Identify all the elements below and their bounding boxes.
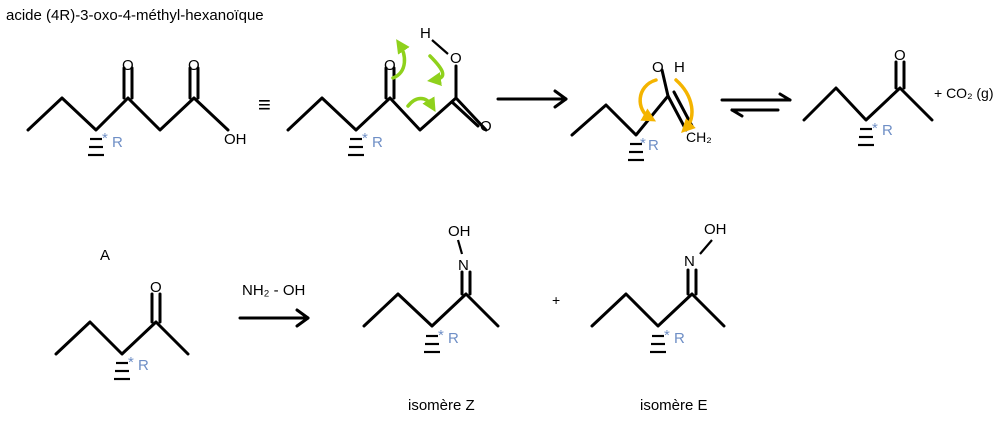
stereo-r: R	[372, 134, 383, 151]
curved-arrow	[391, 39, 410, 80]
atom-o: O	[384, 57, 396, 74]
hashed-wedge	[114, 361, 130, 381]
atom-oh: OH	[704, 221, 727, 238]
hashed-wedge	[858, 127, 874, 147]
hashed-wedge	[650, 334, 666, 354]
stereo-star: *	[664, 327, 670, 344]
molecule-oxime-e: N OH * R	[590, 221, 727, 354]
reaction-arrow	[496, 89, 568, 109]
molecule-oxime-z: N OH * R	[362, 223, 500, 354]
equivalent-symbol: ≡	[258, 92, 271, 117]
hashed-wedge	[348, 137, 364, 157]
atom-o: O	[480, 118, 492, 135]
compound-label-a: A	[100, 247, 110, 264]
curved-arrow	[638, 78, 658, 122]
molecule-ketone: O * R	[802, 47, 934, 147]
stereo-star: *	[640, 135, 646, 152]
isomer-e-label: isomère E	[640, 397, 708, 414]
atom-o: O	[122, 57, 134, 74]
atom-oh: OH	[224, 131, 247, 148]
atom-h: H	[420, 25, 431, 42]
hashed-wedge	[628, 142, 644, 162]
atom-o: O	[894, 47, 906, 64]
equilibrium-arrow	[720, 92, 792, 118]
molecule-starting-acid: O O OH * R	[26, 57, 247, 157]
atom-oh: OH	[448, 223, 471, 240]
atom-o: O	[150, 279, 162, 296]
atom-n: N	[684, 253, 695, 270]
curved-arrow	[406, 96, 436, 112]
curved-arrow	[674, 78, 696, 133]
atom-n: N	[458, 257, 469, 274]
atom-o: O	[652, 59, 664, 76]
plus-sign: +	[552, 292, 560, 308]
atom-h: H	[674, 59, 685, 76]
atom-ch2: CH₂	[686, 129, 712, 145]
isomer-z-label: isomère Z	[408, 397, 475, 414]
atom-o: O	[450, 50, 462, 67]
stereo-star: *	[102, 130, 108, 147]
stereo-star: *	[362, 130, 368, 147]
molecule-a: O * R	[54, 279, 190, 381]
curved-arrow	[427, 54, 445, 86]
reaction-arrow	[238, 308, 310, 328]
stereo-star: *	[128, 354, 134, 371]
stereo-star: *	[872, 120, 878, 137]
stereo-r: R	[112, 134, 123, 151]
stereo-r: R	[674, 330, 685, 347]
stereo-star: *	[438, 327, 444, 344]
hashed-wedge	[88, 137, 104, 157]
atom-o: O	[188, 57, 200, 74]
title: acide (4R)-3-oxo-4-méthyl-hexanoïque	[6, 7, 264, 24]
molecule-enol: O H CH₂ * R	[570, 59, 712, 162]
reagent-label: NH₂ - OH	[242, 282, 305, 299]
stereo-r: R	[648, 137, 659, 154]
hashed-wedge	[424, 334, 440, 354]
molecule-acid-mechanism: O O O H * R	[286, 25, 492, 157]
stereo-r: R	[448, 330, 459, 347]
co2-label: + CO₂ (g)	[934, 85, 994, 101]
stereo-r: R	[882, 122, 893, 139]
stereo-r: R	[138, 357, 149, 374]
